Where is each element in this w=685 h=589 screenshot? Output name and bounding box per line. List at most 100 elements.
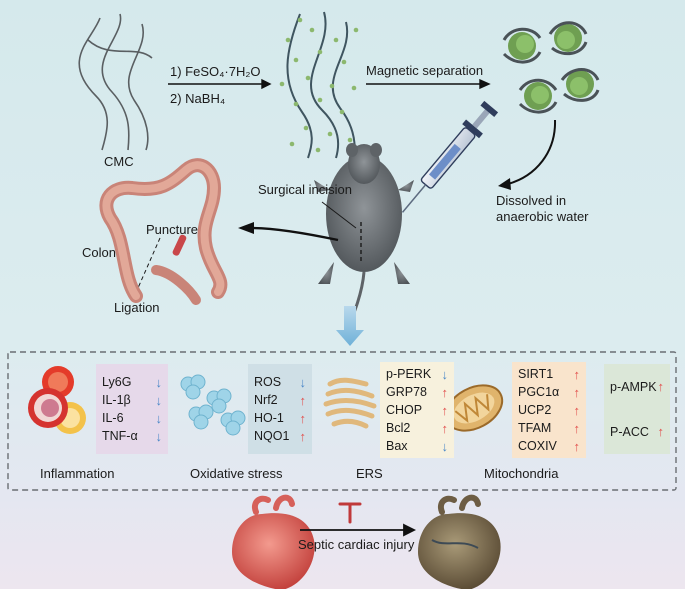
marker-frame — [7, 351, 677, 491]
er-stacks — [323, 377, 377, 429]
marker-row: PGC1α ↑ — [512, 383, 586, 401]
up-arrow-icon: ↑ — [441, 402, 449, 418]
marker-name: PGC1α — [518, 385, 560, 399]
syringe — [401, 100, 499, 213]
ampk-panel: p-AMPK↑P-ACC↑ — [604, 364, 670, 454]
oxidative-caption: Oxidative stress — [190, 466, 283, 481]
marker-row: COXIV ↑ — [512, 437, 586, 455]
marker-name: HO-1 — [254, 411, 284, 425]
ligation-label: Ligation — [114, 300, 160, 315]
marker-name: COXIV — [518, 439, 557, 453]
separation-arrow — [366, 78, 491, 90]
mouse — [314, 143, 414, 339]
up-arrow-icon: ↑ — [573, 438, 581, 454]
marker-row: ROS↓ — [248, 373, 312, 391]
down-arrow-icon: ↓ — [299, 374, 307, 390]
up-arrow-icon: ↑ — [657, 379, 665, 394]
up-arrow-icon: ↑ — [573, 384, 581, 400]
marker-row: IL-1β↓ — [96, 391, 168, 409]
marker-name: P-ACC — [610, 424, 649, 439]
inhibition-symbol — [338, 502, 362, 524]
inflammation-panel: Ly6G↓IL-1β↓IL-6↓TNF-α↓ — [96, 364, 168, 454]
up-arrow-icon: ↑ — [573, 420, 581, 436]
marker-row: SIRT1 ↑ — [512, 365, 586, 383]
up-arrow-icon: ↑ — [299, 428, 307, 444]
marker-row: p-PERK ↓ — [380, 365, 454, 383]
marker-row: UCP2 ↑ — [512, 401, 586, 419]
colon — [99, 158, 228, 305]
ers-panel: p-PERK↓GRP78↑CHOP↑Bcl2↑Bax↓ — [380, 362, 454, 458]
inflammation-caption: Inflammation — [40, 466, 115, 481]
up-arrow-icon: ↑ — [441, 420, 449, 436]
marker-name: CHOP — [386, 403, 423, 417]
fibers-with-particles — [279, 11, 359, 159]
marker-row: GRP78↑ — [380, 383, 454, 401]
heart-injured-icon — [418, 494, 501, 589]
marker-name: IL-6 — [102, 411, 124, 425]
dissolved-label: Dissolved in anaerobic water — [496, 193, 589, 224]
up-arrow-icon: ↑ — [299, 410, 307, 426]
marker-row: CHOP ↑ — [380, 401, 454, 419]
down-arrow-icon: ↓ — [155, 374, 163, 390]
mito-panel: SIRT1 ↑ PGC1α ↑ UCP2 ↑ TFAM ↑ COXIV ↑ — [512, 362, 586, 458]
mito-caption: Mitochondria — [484, 466, 559, 481]
outcome-label: Septic cardiac injury — [298, 537, 415, 552]
marker-row: HO-1 ↑ — [248, 409, 312, 427]
reagent-step-1: 1) FeSO₄·7H₂O — [170, 64, 261, 79]
separation-label: Magnetic separation — [366, 63, 484, 78]
marker-name: Ly6G — [102, 375, 132, 389]
ligation-line — [137, 237, 161, 289]
marker-row: Nrf2 ↑ — [248, 391, 312, 409]
marker-name: Nrf2 — [254, 393, 278, 407]
marker-row: Ly6G ↓ — [96, 373, 168, 391]
down-arrow — [336, 306, 364, 346]
puncture-label: Puncture — [146, 222, 199, 237]
synthesis-arrow — [168, 78, 272, 90]
marker-name: TNF-α — [102, 429, 138, 443]
marker-name: p-AMPK — [610, 379, 657, 394]
up-arrow-icon: ↑ — [573, 366, 581, 382]
marker-row: IL-6 ↓ — [96, 409, 168, 427]
cmc-label: CMC — [104, 154, 134, 169]
marker-row: TNF-α ↓ — [96, 427, 168, 445]
marker-name: SIRT1 — [518, 367, 554, 381]
marker-name: TFAM — [518, 421, 552, 435]
incision-leader — [321, 201, 357, 229]
nanoparticle-clusters — [502, 21, 600, 114]
heart-healthy-icon — [232, 494, 315, 589]
marker-name: NQO1 — [254, 429, 290, 443]
injury-arrow — [300, 523, 417, 537]
model-arrow — [238, 222, 339, 242]
marker-name: p-PERK — [386, 367, 432, 381]
marker-row: P-ACC ↑ — [604, 423, 670, 441]
incision-label: Surgical incision — [258, 182, 352, 197]
puncture-needle — [172, 234, 187, 256]
marker-row: Bax ↓ — [380, 437, 454, 455]
reagent-step-2: 2) NaBH₄ — [170, 91, 226, 106]
marker-row: NQO1 ↑ — [248, 427, 312, 445]
down-arrow-icon: ↓ — [155, 392, 163, 408]
down-arrow-icon: ↓ — [441, 438, 449, 454]
oxidative-panel: ROS↓ Nrf2 ↑ HO-1 ↑ NQO1 ↑ — [248, 364, 312, 454]
down-arrow-icon: ↓ — [155, 428, 163, 444]
marker-name: Bax — [386, 439, 408, 453]
marker-row: Bcl2 ↑ — [380, 419, 454, 437]
cmc-fibers — [78, 13, 153, 151]
marker-name: UCP2 — [518, 403, 552, 417]
up-arrow-icon: ↑ — [299, 392, 307, 408]
up-arrow-icon: ↑ — [657, 424, 665, 439]
down-arrow-icon: ↓ — [155, 410, 163, 426]
marker-name: Bcl2 — [386, 421, 411, 435]
dissolve-arrow — [498, 119, 557, 190]
down-arrow-icon: ↓ — [441, 366, 449, 382]
mitochondrion — [444, 384, 504, 432]
inflammation-cells — [28, 366, 86, 434]
colon-label: Colon — [82, 245, 116, 260]
marker-name: GRP78 — [386, 385, 427, 399]
oxidative-bubbles — [180, 374, 246, 436]
up-arrow-icon: ↑ — [573, 402, 581, 418]
marker-row: p-AMPK↑ — [604, 378, 670, 396]
ers-caption: ERS — [356, 466, 383, 481]
marker-row: TFAM ↑ — [512, 419, 586, 437]
